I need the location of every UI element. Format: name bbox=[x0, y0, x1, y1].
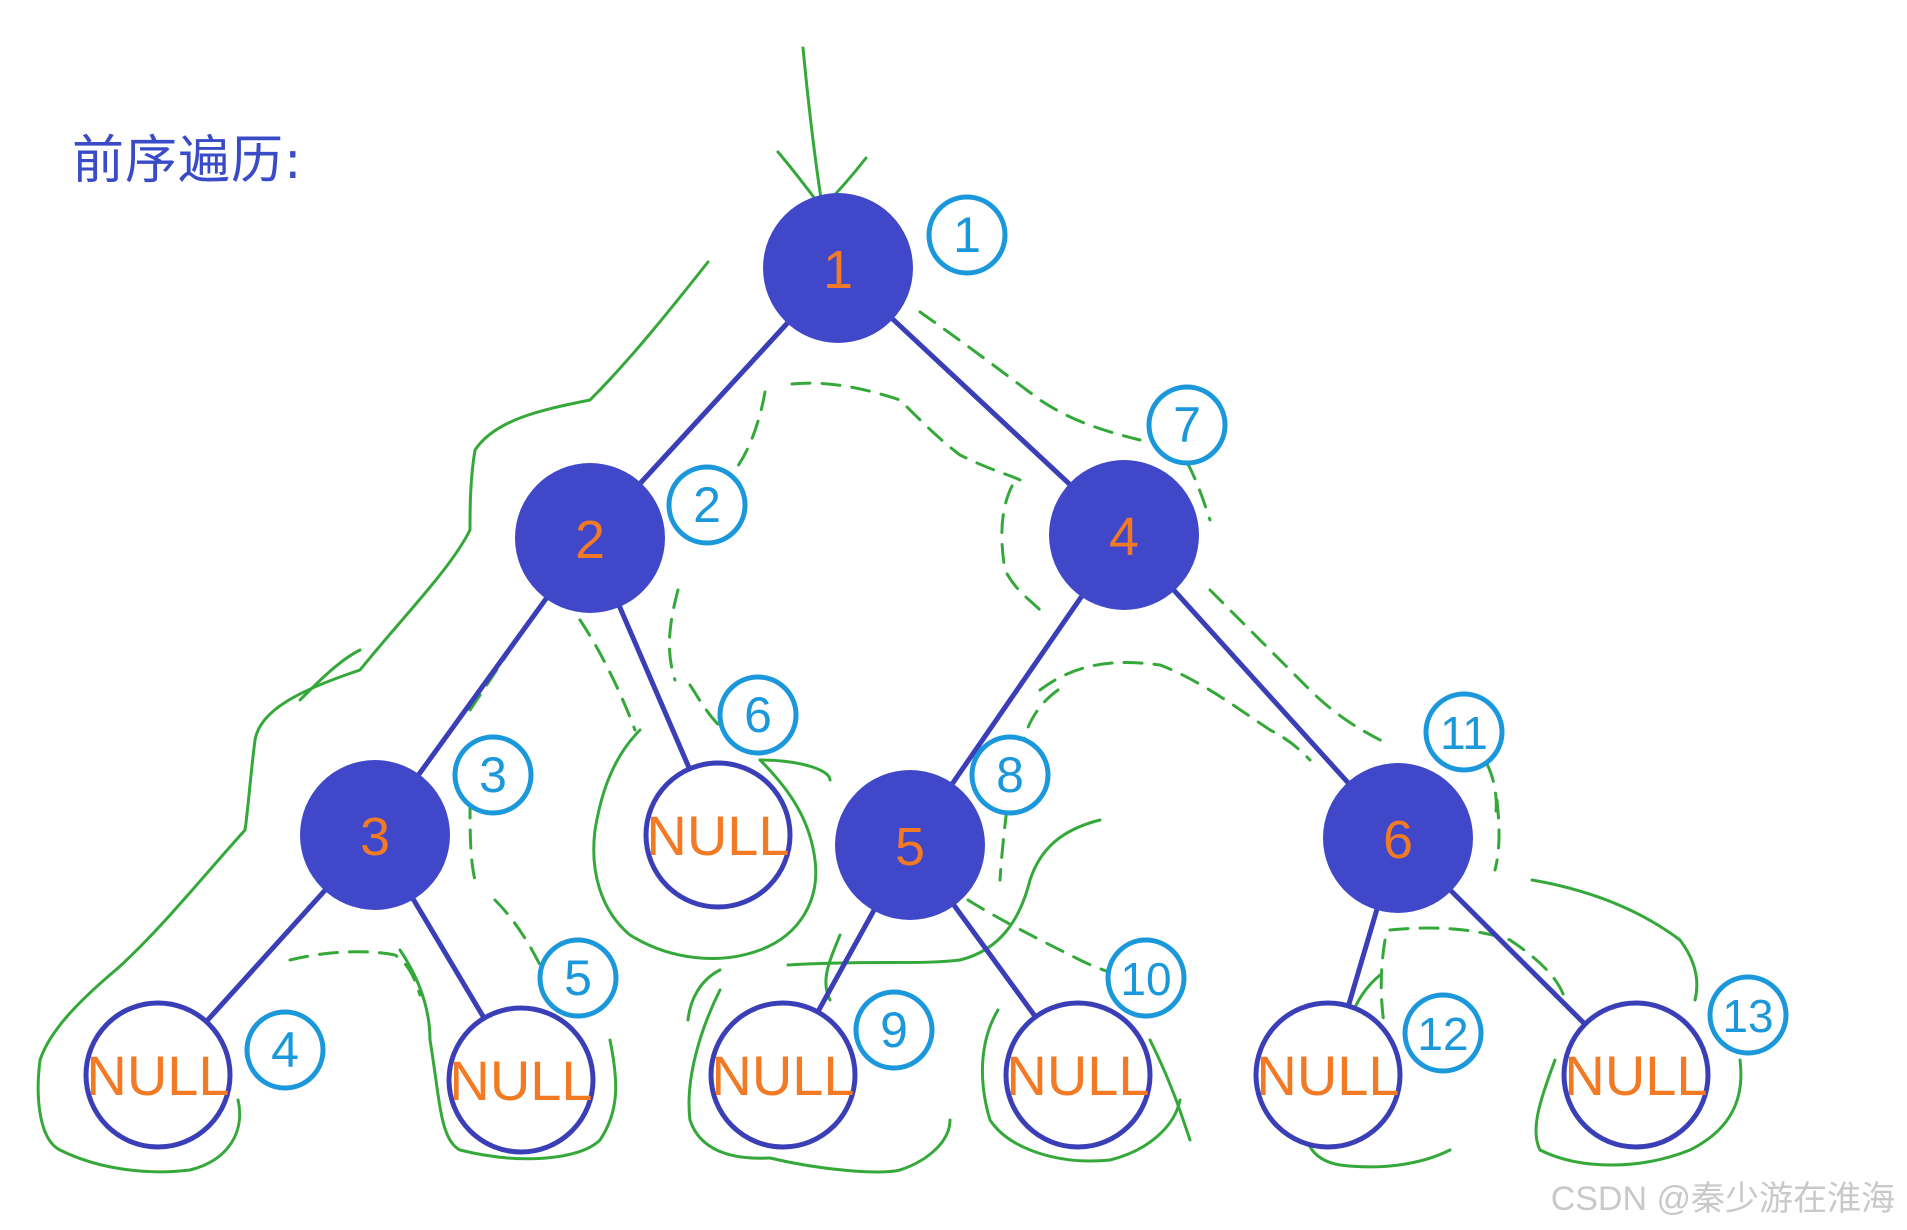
entry-arrow-icon bbox=[776, 46, 868, 210]
step-circle bbox=[1707, 974, 1789, 1056]
step-circle bbox=[853, 989, 935, 1071]
null-node: NULL bbox=[1253, 1000, 1403, 1150]
tree-node-3: 3 bbox=[300, 760, 450, 910]
step-marker-3: 3 bbox=[452, 734, 534, 816]
step-marker-6: 6 bbox=[717, 674, 799, 756]
step-circle bbox=[1146, 384, 1228, 466]
step-number: 2 bbox=[693, 477, 721, 533]
step-circle bbox=[926, 194, 1008, 276]
node-label: 4 bbox=[1109, 507, 1139, 567]
step-marker-7: 7 bbox=[1146, 384, 1228, 466]
tree-node-4: 4 bbox=[1049, 460, 1199, 610]
step-number: 5 bbox=[564, 950, 592, 1006]
node-label: NULL bbox=[86, 1044, 229, 1107]
node-circle bbox=[1323, 763, 1473, 913]
step-number: 3 bbox=[479, 747, 507, 803]
node-label: 3 bbox=[360, 807, 390, 867]
step-marker-9: 9 bbox=[853, 989, 935, 1071]
node-circle bbox=[515, 463, 665, 613]
null-node: NULL bbox=[1003, 1000, 1153, 1150]
node-circle bbox=[835, 770, 985, 920]
node-label: 6 bbox=[1383, 810, 1413, 870]
tree-node-1: 1 bbox=[763, 193, 913, 343]
null-node: NULL bbox=[83, 1000, 233, 1150]
step-circle bbox=[244, 1009, 326, 1091]
null-node-circle bbox=[708, 1000, 858, 1150]
step-marker-8: 8 bbox=[969, 734, 1051, 816]
step-marker-4: 4 bbox=[244, 1009, 326, 1091]
null-node-circle bbox=[1253, 1000, 1403, 1150]
step-number: 12 bbox=[1417, 1008, 1468, 1060]
node-label: NULL bbox=[1256, 1044, 1399, 1107]
step-marker-10: 10 bbox=[1105, 937, 1187, 1019]
step-number: 8 bbox=[996, 747, 1024, 803]
step-marker-11: 11 bbox=[1423, 691, 1505, 773]
node-label: NULL bbox=[1564, 1044, 1707, 1107]
step-circle bbox=[969, 734, 1051, 816]
watermark: CSDN @秦少游在淮海 bbox=[1550, 1180, 1895, 1218]
node-label: 2 bbox=[575, 510, 605, 570]
traversal-trace-solid bbox=[36, 260, 1743, 1174]
null-node: NULL bbox=[446, 1005, 596, 1155]
step-marker-12: 12 bbox=[1402, 992, 1484, 1074]
null-node-circle bbox=[1003, 1000, 1153, 1150]
node-label: 1 bbox=[823, 240, 853, 300]
node-label: 5 bbox=[895, 817, 925, 877]
null-node: NULL bbox=[1561, 1000, 1711, 1150]
node-label: NULL bbox=[646, 804, 789, 867]
step-marker-5: 5 bbox=[537, 937, 619, 1019]
step-number: 10 bbox=[1120, 953, 1171, 1005]
null-node-circle bbox=[446, 1005, 596, 1155]
node-label: NULL bbox=[449, 1049, 592, 1112]
step-circle bbox=[1423, 691, 1505, 773]
step-number: 6 bbox=[744, 687, 772, 743]
step-circle bbox=[1105, 937, 1187, 1019]
step-circle bbox=[666, 464, 748, 546]
step-number: 4 bbox=[271, 1022, 299, 1078]
step-circle bbox=[717, 674, 799, 756]
diagram-title: 前序遍历: bbox=[72, 131, 303, 191]
null-node-circle bbox=[643, 760, 793, 910]
step-number: 11 bbox=[1440, 707, 1488, 759]
step-circle bbox=[452, 734, 534, 816]
node-label: NULL bbox=[1006, 1044, 1149, 1107]
null-node-circle bbox=[1561, 1000, 1711, 1150]
step-number: 1 bbox=[953, 207, 981, 263]
tree-node-6: 6 bbox=[1323, 763, 1473, 913]
step-number: 7 bbox=[1173, 397, 1201, 453]
null-node: NULL bbox=[643, 760, 793, 910]
tree-edges bbox=[155, 265, 1639, 1083]
node-circle bbox=[1049, 460, 1199, 610]
step-marker-1: 1 bbox=[926, 194, 1008, 276]
step-number: 9 bbox=[880, 1002, 908, 1058]
node-label: NULL bbox=[711, 1044, 854, 1107]
step-circle bbox=[537, 937, 619, 1019]
null-node: NULL bbox=[708, 1000, 858, 1150]
tree-node-2: 2 bbox=[515, 463, 665, 613]
node-circle bbox=[763, 193, 913, 343]
step-marker-13: 13 bbox=[1707, 974, 1789, 1056]
null-node-circle bbox=[83, 1000, 233, 1150]
step-marker-2: 2 bbox=[666, 464, 748, 546]
step-circle bbox=[1402, 992, 1484, 1074]
node-circle bbox=[300, 760, 450, 910]
tree-node-5: 5 bbox=[835, 770, 985, 920]
step-number: 13 bbox=[1722, 990, 1773, 1042]
